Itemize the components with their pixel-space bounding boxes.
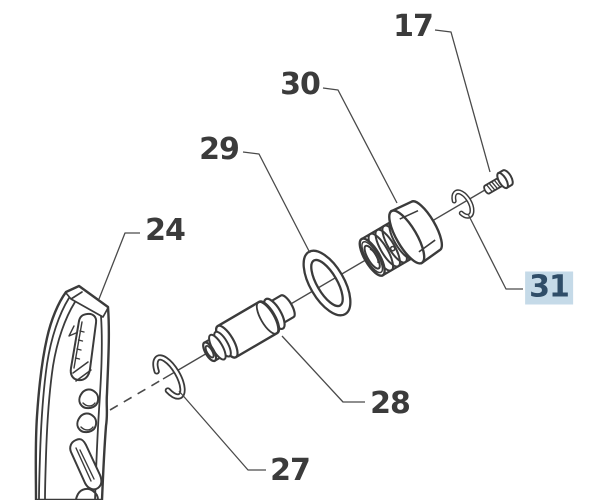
part-label-17[interactable]: 17	[393, 9, 434, 44]
leader-24	[98, 232, 140, 300]
leader-31	[467, 213, 523, 290]
leader-29	[242, 151, 311, 254]
part-label-24[interactable]: 24	[145, 213, 186, 248]
leader-28	[281, 335, 365, 403]
screw-17-drawing	[483, 169, 514, 195]
part-label-28[interactable]: 28	[370, 386, 411, 421]
snap-ring-27-drawing	[152, 354, 186, 400]
leader-lines	[98, 29, 523, 471]
leader-30	[322, 87, 398, 204]
part-label-27[interactable]: 27	[270, 453, 311, 488]
snap-ring-31-drawing	[451, 189, 475, 219]
leader-17	[434, 29, 491, 173]
part-label-29[interactable]: 29	[199, 132, 240, 167]
part-label-30[interactable]: 30	[280, 67, 321, 102]
piston-28-drawing	[202, 294, 296, 363]
washer-29-drawing	[302, 249, 352, 317]
tensioner-arm-24-drawing	[34, 284, 111, 500]
part-label-31[interactable]: 31	[525, 271, 573, 305]
plug-30-drawing	[358, 200, 444, 277]
leader-27	[178, 390, 266, 471]
